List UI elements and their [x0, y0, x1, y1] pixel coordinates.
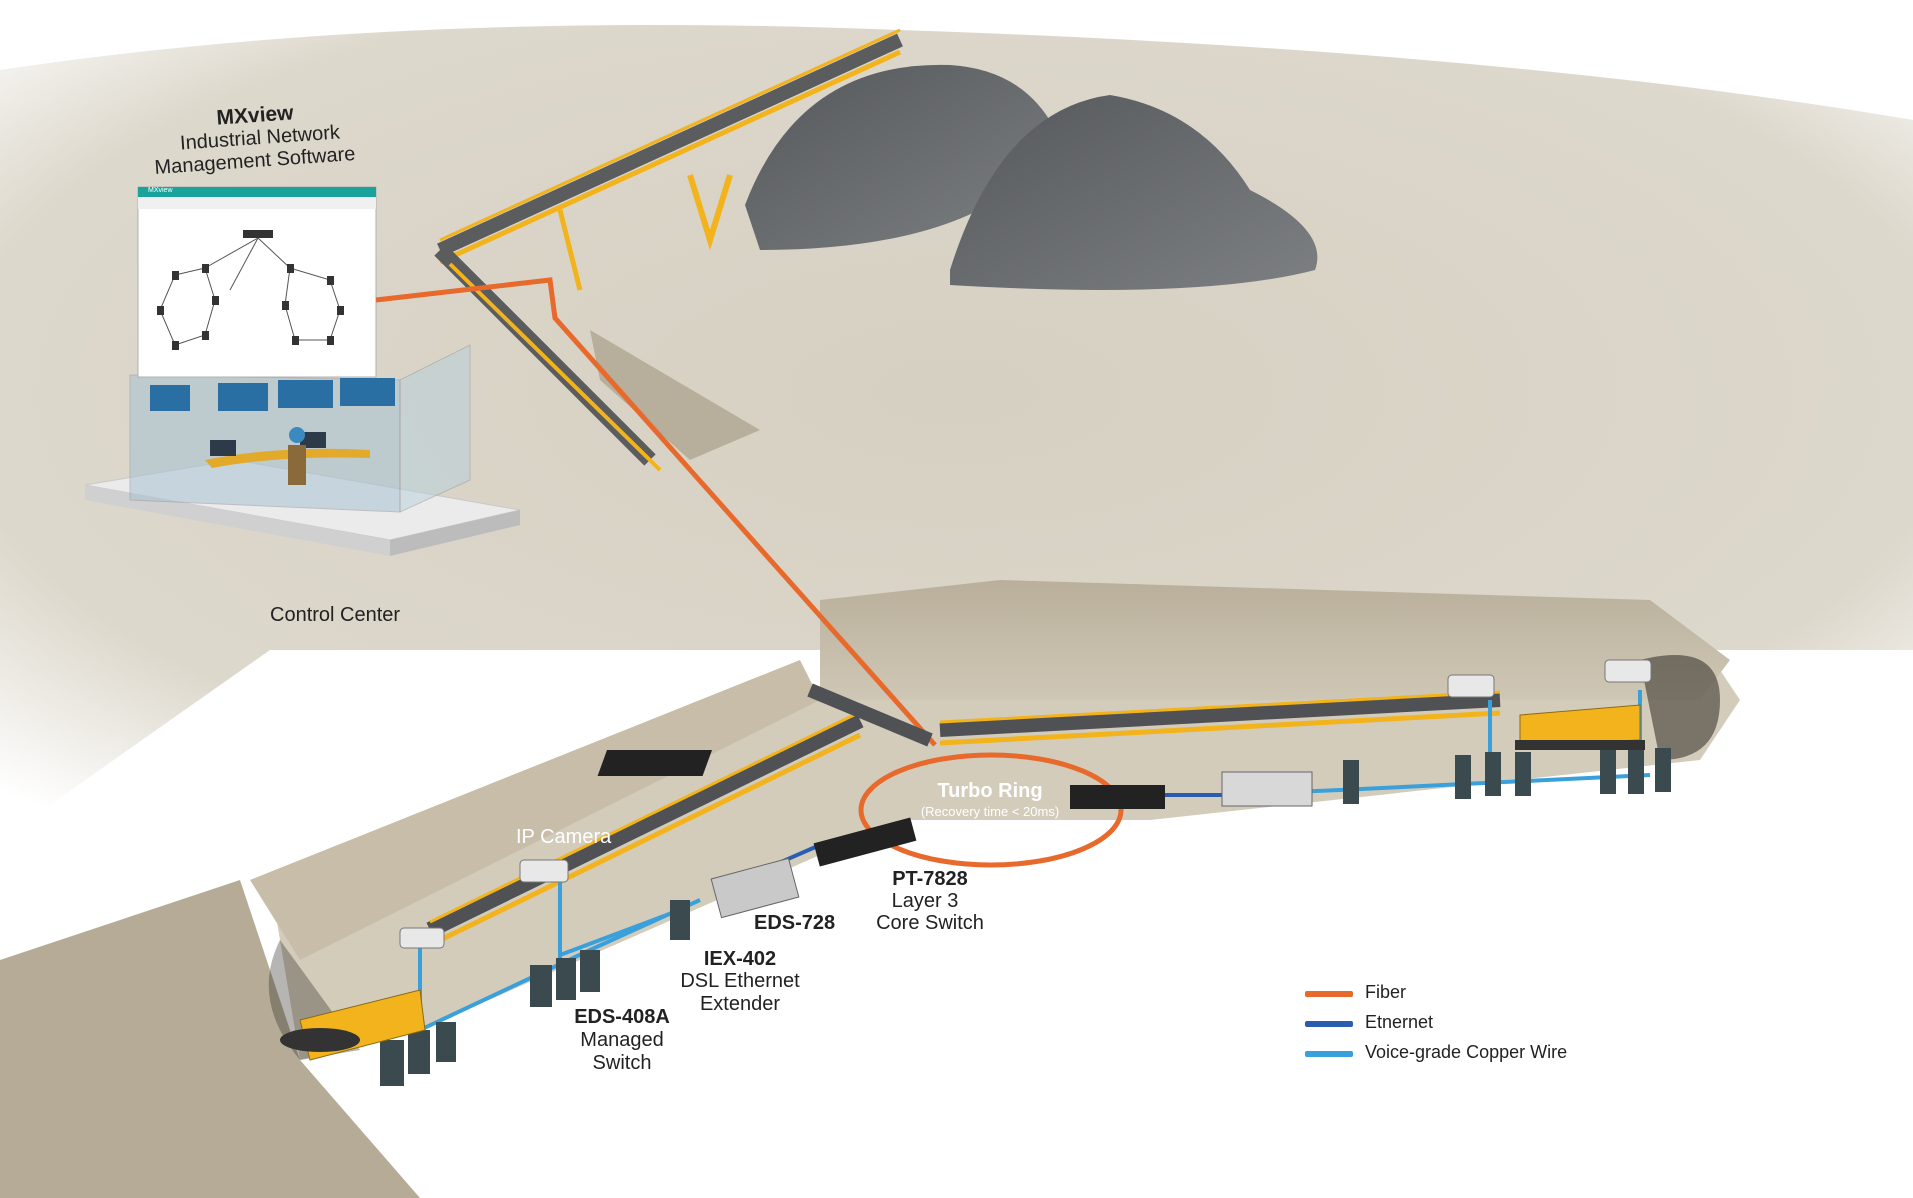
pt-7828-line1: Layer 3: [891, 890, 959, 912]
turbo-ring-note: (Recovery time < 20ms): [920, 804, 1060, 819]
turbo-ring-label: Turbo Ring: [937, 780, 1043, 802]
control-center-building: [84, 344, 521, 556]
rock-pile-right: [950, 95, 1318, 290]
legend-label: Voice-grade Copper Wire: [1365, 1042, 1568, 1062]
pt-7828-switch-top: [597, 750, 713, 776]
eds-408a-switch-group-right: [1455, 748, 1671, 799]
eds-408a-model: EDS-408A: [574, 1006, 670, 1028]
tunnel-conveyor-branch: [807, 683, 933, 747]
eds-728-switch: [710, 857, 800, 919]
surface-conveyor: [434, 28, 903, 472]
mxview-screen: [137, 186, 377, 378]
ip-camera-icon: [399, 659, 1652, 949]
pt-7828-model: PT-7828: [892, 868, 968, 890]
legend-label: Fiber: [1365, 982, 1407, 1002]
turbo-ring-loop: [858, 752, 1124, 868]
eds-408a-switch-group-left: [380, 1022, 456, 1086]
legend-swatch-ethernet: [1305, 1021, 1353, 1027]
continuous-miner-right: [1515, 704, 1645, 750]
tunnel-arch: [1640, 655, 1720, 760]
trench-front-wall: [0, 880, 420, 1198]
tunnel-conveyor-right: [939, 690, 1501, 746]
eds-728-switch-right: [1221, 771, 1313, 807]
pt-7828-switch-left: [813, 817, 917, 867]
trench-back-wall: [820, 580, 1730, 700]
iex-402-extender-left: [670, 900, 690, 940]
eds-408a-line1: Managed: [580, 1029, 664, 1051]
iex-402-model: IEX-402: [703, 948, 777, 970]
iex-402-line2: Extender: [699, 993, 781, 1015]
iex-402-extender-right: [1343, 760, 1359, 804]
surface-pit: [590, 330, 760, 460]
continuous-miner-left: [280, 989, 426, 1061]
mxview-window-title: MXview: [148, 187, 173, 194]
fiber-link: [375, 277, 937, 747]
pt-7828-line2: Core Switch: [876, 912, 984, 934]
eds-408a-line2: Switch: [592, 1052, 652, 1074]
tunnel-conveyor-left: [426, 710, 864, 948]
ip-camera-label: IP Camera: [516, 826, 612, 848]
trench-floor: [270, 640, 1740, 1060]
eds-408a-switch-group-mid: [530, 950, 600, 1007]
eds-728-model: EDS-728: [754, 912, 836, 934]
legend-label: Etnernet: [1365, 1012, 1434, 1032]
iex-402-line1: DSL Ethernet: [680, 970, 800, 992]
legend-swatch-copper: [1305, 1051, 1353, 1057]
trench-left-wall: [250, 660, 820, 960]
legend-swatch-fiber: [1305, 991, 1353, 997]
control-center-label: Control Center: [270, 604, 401, 626]
pt-7828-switch-right: [1070, 785, 1165, 809]
